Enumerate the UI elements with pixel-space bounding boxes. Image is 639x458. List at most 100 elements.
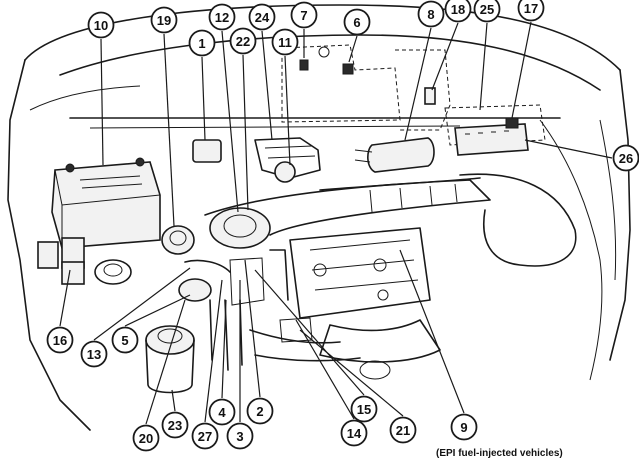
callout-leader bbox=[163, 33, 175, 227]
callout-number: 25 bbox=[480, 2, 494, 17]
callout-circle bbox=[46, 326, 74, 354]
component-7 bbox=[299, 59, 309, 71]
fuse-block bbox=[454, 117, 529, 156]
callout-number: 20 bbox=[139, 431, 153, 446]
callout-circle bbox=[271, 28, 299, 56]
engine-block bbox=[289, 227, 441, 380]
callout-leader bbox=[201, 56, 206, 141]
callout-12: 12 bbox=[208, 3, 239, 213]
callout-leader bbox=[242, 54, 249, 211]
diagram-caption: (EPI fuel-injected vehicles) bbox=[436, 448, 563, 458]
callout-9: 9 bbox=[399, 249, 478, 441]
callout-leader bbox=[59, 269, 71, 327]
callout-number: 12 bbox=[215, 10, 229, 25]
callout-number: 27 bbox=[198, 429, 212, 444]
callout-number: 4 bbox=[218, 405, 226, 420]
callout-number: 18 bbox=[451, 2, 465, 17]
callout-number: 23 bbox=[168, 418, 182, 433]
callout-number: 19 bbox=[157, 13, 171, 28]
callout-13: 13 bbox=[80, 267, 191, 368]
callout-leader bbox=[399, 249, 465, 414]
callout-3: 3 bbox=[226, 280, 254, 450]
callout-leader bbox=[221, 299, 227, 399]
callout-25: 25 bbox=[473, 0, 501, 111]
relay-left-3 bbox=[61, 261, 85, 285]
fusebox-outline bbox=[444, 104, 546, 146]
battery bbox=[51, 157, 161, 249]
callout-circle bbox=[517, 0, 545, 22]
callout-circle bbox=[343, 8, 371, 36]
relay-1 bbox=[192, 139, 222, 163]
callout-number: 13 bbox=[87, 347, 101, 362]
callout-number: 15 bbox=[357, 402, 371, 417]
callout-26: 26 bbox=[524, 139, 639, 172]
callout-21: 21 bbox=[299, 329, 417, 444]
callout-circle bbox=[208, 398, 236, 426]
callout-circle bbox=[444, 0, 472, 23]
vacuum-component bbox=[161, 225, 195, 255]
callout-4: 4 bbox=[208, 299, 236, 426]
callout-circle bbox=[87, 11, 115, 39]
callout-circle bbox=[229, 27, 257, 55]
distributor bbox=[254, 137, 321, 183]
callout-circle bbox=[246, 397, 274, 425]
intake-assembly bbox=[204, 177, 491, 249]
callout-circle bbox=[248, 3, 276, 31]
callout-leader bbox=[431, 22, 459, 91]
body-outline bbox=[7, 4, 631, 431]
callout-14: 14 bbox=[295, 319, 368, 447]
callout-circle bbox=[473, 0, 501, 23]
callout-leader bbox=[254, 269, 365, 396]
callout-circle bbox=[340, 419, 368, 447]
callout-leader bbox=[511, 21, 532, 119]
callout-number: 26 bbox=[619, 151, 633, 166]
callout-leader bbox=[244, 259, 261, 398]
callout-circle bbox=[132, 424, 160, 452]
callout-number: 7 bbox=[300, 8, 307, 23]
callout-circle bbox=[191, 422, 219, 450]
callout-7: 7 bbox=[290, 1, 318, 58]
reservoir-cap bbox=[94, 259, 132, 285]
callout-24: 24 bbox=[248, 3, 276, 141]
callout-leader bbox=[221, 30, 239, 213]
callout-circle bbox=[417, 0, 445, 28]
callout-6: 6 bbox=[343, 8, 371, 63]
callout-27: 27 bbox=[191, 279, 223, 450]
callout-number: 21 bbox=[396, 423, 410, 438]
callout-number: 2 bbox=[256, 404, 263, 419]
callout-18: 18 bbox=[431, 0, 472, 91]
callout-15: 15 bbox=[254, 269, 378, 423]
callout-leader bbox=[145, 299, 186, 425]
callout-leader bbox=[204, 279, 223, 423]
callout-circle bbox=[188, 29, 216, 57]
callout-11: 11 bbox=[271, 28, 299, 166]
component-6 bbox=[342, 63, 354, 75]
callout-number: 3 bbox=[236, 429, 243, 444]
callout-number: 14 bbox=[347, 426, 362, 441]
callout-circle bbox=[450, 413, 478, 441]
callout-number: 5 bbox=[121, 333, 128, 348]
callout-5: 5 bbox=[111, 294, 191, 354]
callout-1: 1 bbox=[188, 29, 216, 141]
callout-leader bbox=[93, 267, 191, 341]
fuel-filter bbox=[354, 137, 435, 173]
callout-leader bbox=[124, 294, 191, 327]
callout-8: 8 bbox=[404, 0, 445, 141]
callout-leader bbox=[299, 329, 404, 417]
callout-circle bbox=[150, 6, 178, 34]
callout-leader bbox=[404, 27, 432, 141]
callout-leader bbox=[479, 22, 488, 111]
callout-17: 17 bbox=[511, 0, 545, 119]
callout-circle bbox=[80, 340, 108, 368]
callout-leader bbox=[171, 389, 176, 412]
callout-number: 1 bbox=[198, 36, 205, 51]
callout-number: 16 bbox=[53, 333, 67, 348]
component-18 bbox=[424, 87, 436, 105]
callout-leader bbox=[295, 319, 355, 420]
callout-circle bbox=[161, 411, 189, 439]
callout-circle bbox=[290, 1, 318, 29]
callout-2: 2 bbox=[244, 259, 274, 425]
callout-20: 20 bbox=[132, 299, 186, 452]
air-duct bbox=[459, 173, 577, 267]
